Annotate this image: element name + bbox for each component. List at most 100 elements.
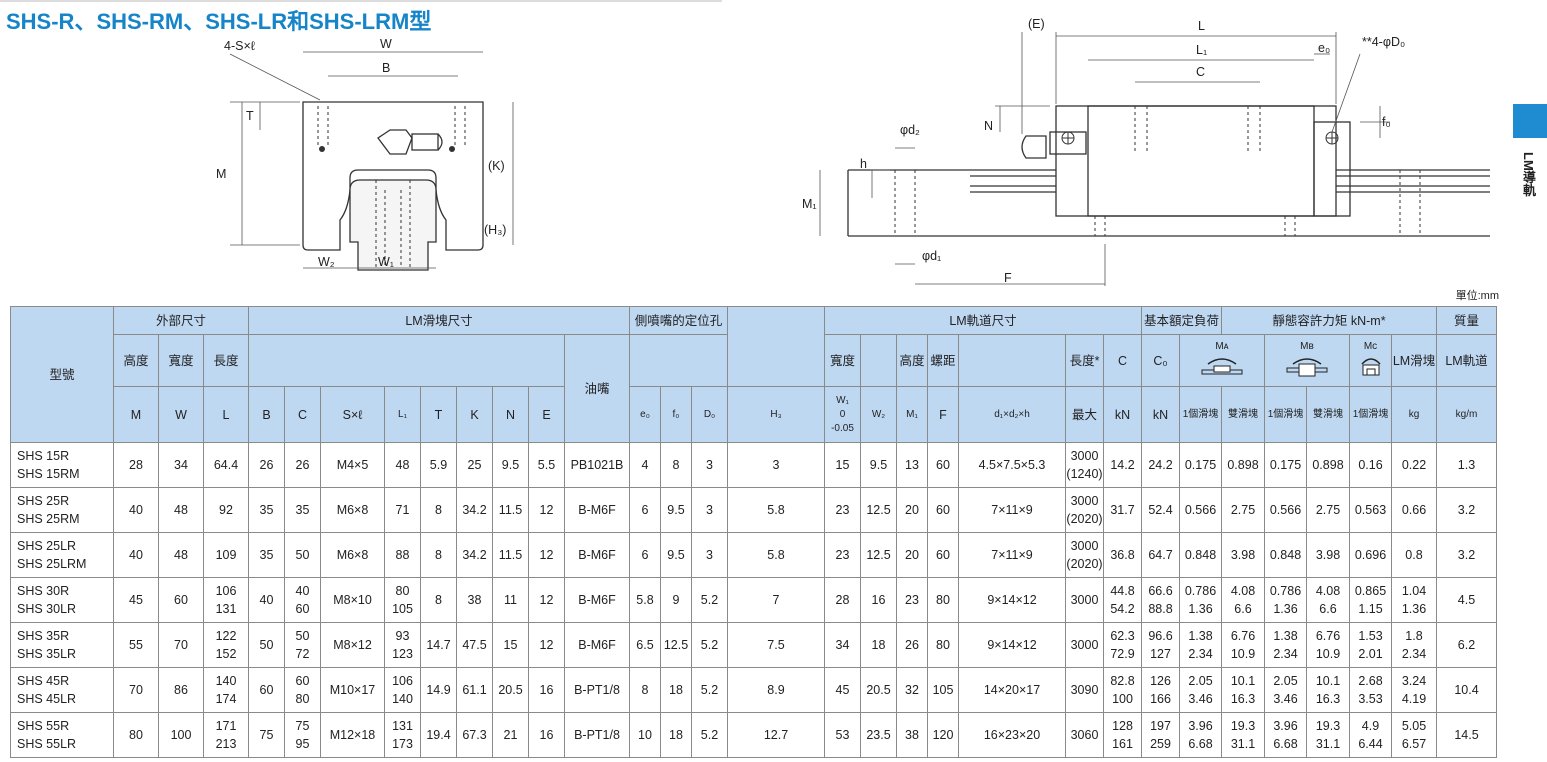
cell-line: SHS 30R [17, 584, 70, 598]
cell-line: 28 [129, 458, 143, 472]
cell-line: M12×18 [329, 728, 376, 742]
cell-W1: 15 [824, 442, 861, 488]
cell-F: 80 [927, 577, 959, 623]
cell-line: 23 [905, 593, 919, 607]
cell-line: 3.46 [1273, 692, 1298, 706]
specification-table: 型號 外部尺寸 LM滑塊尺寸 側噴嘴的定位孔 LM軌道尺寸 基本額定負荷 靜態容… [10, 306, 1497, 758]
cell-M1: 20 [896, 487, 928, 533]
cell-L1: 48 [384, 442, 421, 488]
cell-grease: B-M6F [564, 532, 630, 578]
th-W1-tol-upper: 0 [839, 408, 846, 420]
dim-F: F [1004, 271, 1012, 285]
cell-B: 75 [248, 712, 285, 758]
cell-grease: B-M6F [564, 577, 630, 623]
th-width: 寬度 [158, 334, 204, 387]
cell-K: 61.1 [456, 667, 493, 713]
cell-W1: 23 [824, 487, 861, 533]
cell-mb: 0.66 [1391, 487, 1437, 533]
cell-line: 6.6 [1234, 602, 1252, 616]
cell-line: 20 [905, 503, 919, 517]
cell-line: 14.9 [426, 683, 451, 697]
cell-line: 6.68 [1188, 737, 1213, 751]
cell-K: 25 [456, 442, 493, 488]
cell-line: 7 [772, 593, 780, 607]
cell-line: 12 [539, 638, 554, 652]
dim-S: 4-S×ℓ [224, 39, 255, 53]
dim-W1: W₁ [378, 255, 394, 269]
cell-line: SHS 55LR [17, 737, 77, 751]
cell-line: 8 [672, 458, 680, 472]
th-mass: 質量 [1436, 306, 1497, 335]
cell-line: M6×8 [336, 503, 369, 517]
cell-line: SHS 25RM [17, 512, 80, 526]
cell-L1: 71 [384, 487, 421, 533]
cell-MA2: 2.75 [1221, 487, 1265, 533]
th-e0: e₀ [629, 386, 661, 443]
cell-line: 0.563 [1354, 503, 1387, 517]
cell-W: 100 [158, 712, 204, 758]
cell-model: SHS 25R SHS 25RM [10, 487, 114, 533]
cell-W2: 9.5 [860, 442, 897, 488]
cell-Lmax: 3000 [1065, 577, 1104, 623]
cell-line: 60 [936, 548, 950, 562]
cell-line: 3.53 [1358, 692, 1383, 706]
cell-line: 140 [392, 692, 413, 706]
cell-line: SHS 25R [17, 494, 70, 508]
cell-M1: 20 [896, 532, 928, 578]
cell-D0: 3 [691, 487, 728, 533]
cell-M: 70 [113, 667, 159, 713]
cell-M: 40 [113, 532, 159, 578]
cell-E: 16 [528, 712, 565, 758]
cell-W: 48 [158, 532, 204, 578]
cell-MB2: 0.898 [1306, 442, 1350, 488]
cell-line: 3000 [1070, 638, 1099, 652]
cell-T: 5.9 [420, 442, 457, 488]
cell-Lmax: 3000(2020) [1065, 532, 1104, 578]
cell-line: B-M6F [578, 548, 616, 562]
cell-D0: 5.2 [691, 712, 728, 758]
cell-line: 40 [129, 503, 143, 517]
cell-line: 9×14×12 [987, 638, 1037, 652]
cell-line: 18 [669, 728, 683, 742]
dim-D0: **4-φD₀ [1362, 35, 1405, 49]
cell-C0: 64.7 [1141, 532, 1180, 578]
cell-H3: 3 [727, 442, 825, 488]
cell-line: 0.696 [1354, 548, 1387, 562]
cell-N: 20.5 [492, 667, 529, 713]
th-N: N [492, 386, 529, 443]
cell-line: 23.5 [866, 728, 891, 742]
cell-line: 1.04 [1401, 584, 1427, 598]
cell-e0: 6.5 [629, 622, 661, 668]
cell-line: 10.9 [1315, 647, 1341, 661]
dim-L1: L₁ [1196, 43, 1207, 57]
cell-line: 7×11×9 [991, 548, 1033, 562]
cell-line: 3 [706, 458, 713, 472]
cell-line: 3 [706, 503, 713, 517]
cell-M: 28 [113, 442, 159, 488]
cell-grease: PB1021B [564, 442, 630, 488]
th-W2: W₂ [860, 386, 897, 443]
cell-e0: 4 [629, 442, 661, 488]
cell-line: 100 [170, 728, 192, 742]
cell-e0: 5.8 [629, 577, 661, 623]
cell-line: 11.5 [498, 548, 523, 562]
cell-line: 128 [1112, 719, 1133, 733]
cell-mr: 4.5 [1436, 577, 1497, 623]
cell-B: 35 [248, 532, 285, 578]
cell-line: 0.175 [1184, 458, 1217, 472]
moment-yaw-icon [1286, 358, 1328, 377]
cell-W2: 12.5 [860, 487, 897, 533]
cell-C: 26 [284, 442, 321, 488]
cell-N: 21 [492, 712, 529, 758]
cell-mr: 3.2 [1436, 487, 1497, 533]
cell-line: 0.175 [1269, 458, 1302, 472]
cell-f0: 8 [660, 442, 692, 488]
cell-line: 80 [295, 692, 310, 706]
